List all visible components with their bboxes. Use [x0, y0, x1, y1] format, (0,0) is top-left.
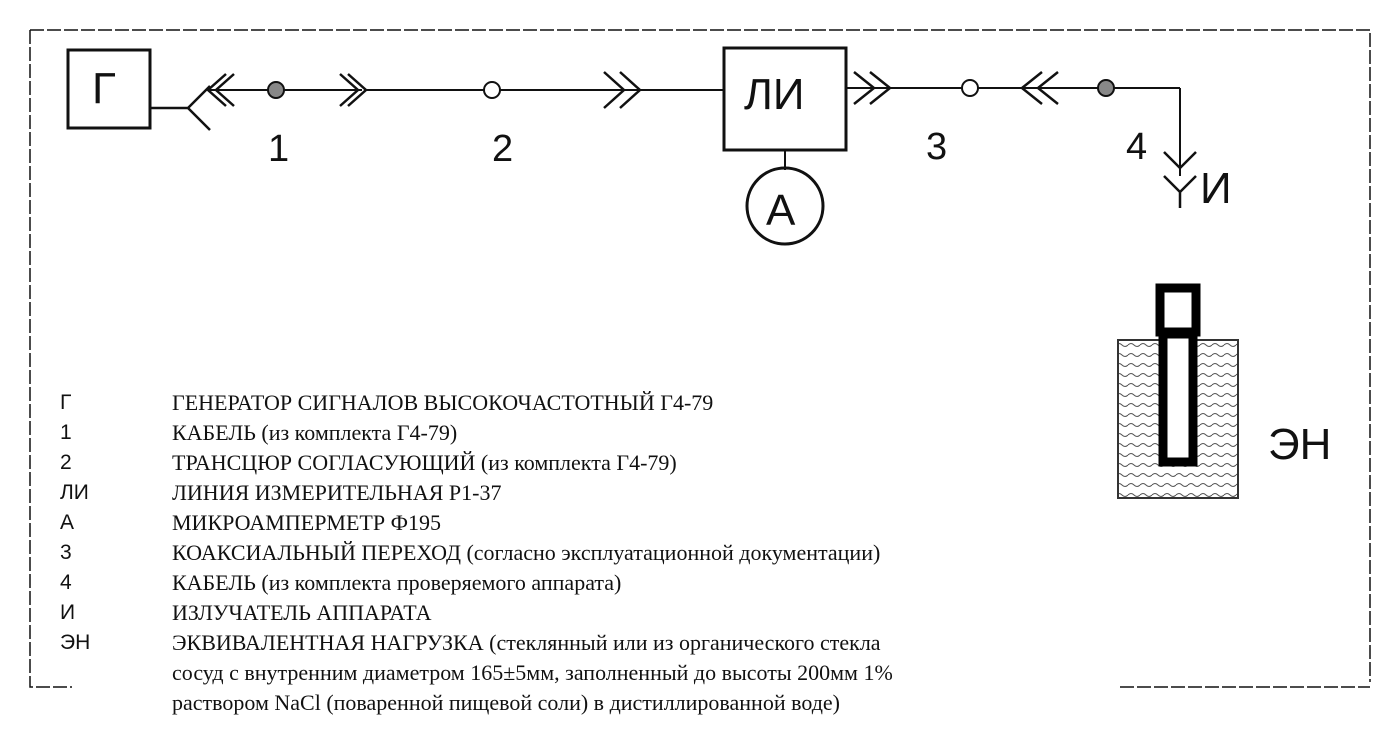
- legend-text: ЭКВИВАЛЕНТНАЯ НАГРУЗКА (стеклянный или и…: [172, 630, 881, 655]
- cable-4-down-connector: [1163, 151, 1197, 170]
- legend-code: ЛИ: [60, 481, 89, 504]
- legend-text: ТРАНСЦЮР СОГЛАСУЮЩИЙ (из комплекта Г4-79…: [172, 450, 677, 475]
- legend-continuation-line: сосуд с внутренним диаметром 165±5мм, за…: [172, 660, 893, 685]
- frame-border: [29, 29, 1371, 688]
- legend-item: Г ГЕНЕРАТОР СИГНАЛОВ ВЫСОКОЧАСТОТНЫЙ Г4-…: [60, 388, 1140, 418]
- legend-item: А МИКРОАМПЕРМЕТР Ф195: [60, 508, 1140, 538]
- legend-item: ЛИ ЛИНИЯ ИЗМЕРИТЕЛЬНАЯ Р1-37: [60, 478, 1140, 508]
- legend-item: 1 КАБЕЛЬ (из комплекта Г4-79): [60, 418, 1140, 448]
- equivalent-load-rod: [1158, 329, 1198, 467]
- legend-code: ЭН: [60, 631, 91, 654]
- cable-4-left-connector: [1019, 71, 1059, 105]
- legend-code: Г: [60, 391, 72, 414]
- equivalent-load-rod-top: [1155, 283, 1201, 337]
- legend-code: 3: [60, 541, 72, 564]
- legend-text: ИЗЛУЧАТЕЛЬ АППАРАТА: [172, 600, 432, 625]
- legend-code: 1: [60, 421, 72, 444]
- equivalent-load-label: ЭН: [1268, 420, 1332, 469]
- connector-number-2: 2: [492, 128, 514, 170]
- legend-code: И: [60, 601, 76, 624]
- connector-3-left-connector: [853, 71, 893, 105]
- legend-item: 2 ТРАНСЦЮР СОГЛАСУЮЩИЙ (из комплекта Г4-…: [60, 448, 1140, 478]
- transceiver-2-marker: [483, 81, 501, 99]
- legend-item: 3 КОАКСИАЛЬНЫЙ ПЕРЕХОД (согласно эксплуа…: [60, 538, 1140, 568]
- legend-item: 4 КАБЕЛЬ (из комплекта проверяемого аппа…: [60, 568, 1140, 598]
- connector-number-1: 1: [268, 128, 290, 170]
- ammeter-label: А: [766, 186, 796, 235]
- generator-label: Г: [92, 64, 116, 113]
- cable-4-marker: [1097, 79, 1115, 97]
- legend-code: 4: [60, 571, 72, 594]
- ammeter-circle: [745, 166, 825, 246]
- legend: Г ГЕНЕРАТОР СИГНАЛОВ ВЫСОКОЧАСТОТНЫЙ Г4-…: [60, 388, 1140, 718]
- legend-text: КАБЕЛЬ (из комплекта проверяемого аппара…: [172, 570, 622, 595]
- legend-text: КОАКСИАЛЬНЫЙ ПЕРЕХОД (согласно эксплуата…: [172, 540, 881, 565]
- legend-continuation-line: раствором NaCl (поваренной пищевой соли)…: [172, 690, 840, 715]
- legend-code: А: [60, 511, 75, 534]
- cable-1-marker: [267, 81, 285, 99]
- legend-text: КАБЕЛЬ (из комплекта Г4-79): [172, 420, 458, 445]
- legend-text: ЛИНИЯ ИЗМЕРИТЕЛЬНАЯ Р1-37: [172, 480, 502, 505]
- connector-3-marker: [961, 79, 979, 97]
- connector-number-3: 3: [926, 126, 948, 168]
- generator-block: [66, 48, 152, 130]
- legend-code: 2: [60, 451, 72, 474]
- legend-item: И ИЗЛУЧАТЕЛЬ АППАРАТА: [60, 598, 1140, 628]
- transceiver-2-right-connector: [603, 71, 642, 109]
- legend-item: ЭН ЭКВИВАЛЕНТНАЯ НАГРУЗКА (стеклянный ил…: [60, 628, 1140, 658]
- legend-text: МИКРОАМПЕРМЕТР Ф195: [172, 510, 441, 535]
- generator-connector: [150, 85, 211, 131]
- connector-number-4: 4: [1126, 126, 1148, 168]
- emitter-symbol: [1163, 175, 1197, 208]
- measuring-line-label: ЛИ: [744, 70, 805, 119]
- emitter-label: И: [1200, 164, 1232, 213]
- legend-text: ГЕНЕРАТОР СИГНАЛОВ ВЫСОКОЧАСТОТНЫЙ Г4-79: [172, 390, 714, 415]
